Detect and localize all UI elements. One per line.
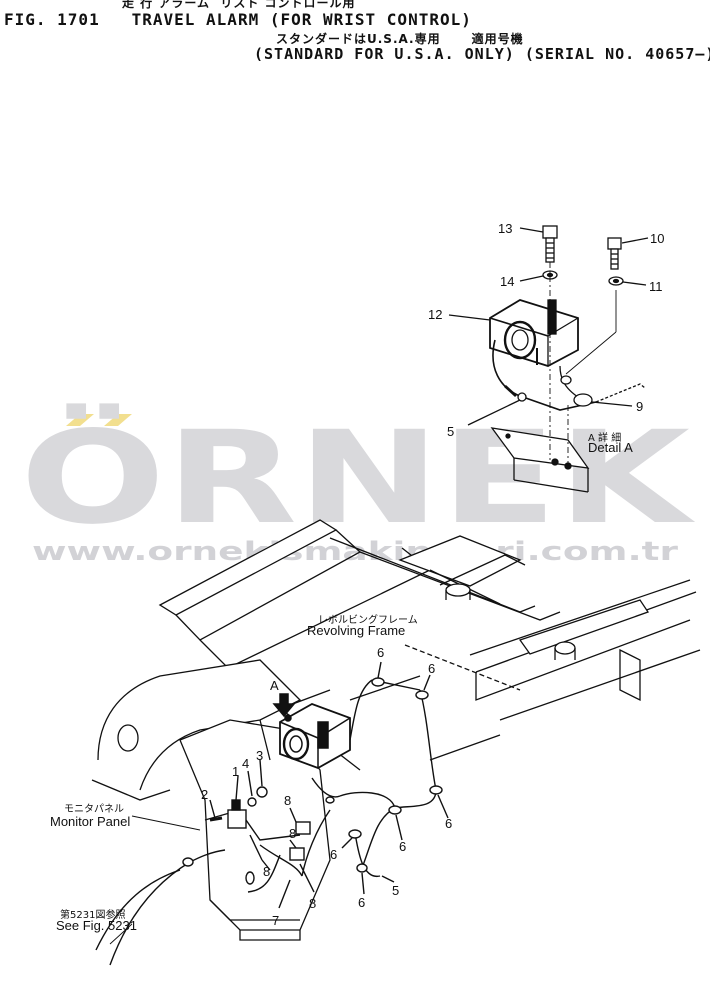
callout-6d: 6 (399, 839, 406, 854)
bolt-10 (607, 237, 622, 270)
callout-6b: 6 (428, 661, 435, 676)
callout-7: 7 (272, 913, 279, 928)
bracket-plate (490, 427, 590, 493)
monitor-panel-jp: モニタパネル (64, 803, 124, 815)
callout-5-detail: 5 (447, 424, 454, 439)
callout-6e: 6 (330, 847, 337, 862)
detail-a (448, 225, 649, 493)
watermark: ÖRNEK www.ornekismakinalari.com.tr (20, 403, 696, 567)
callout-5-main: 5 (392, 883, 399, 898)
callout-9: 9 (636, 399, 643, 414)
title-japanese: 走 行 アラーム リスト コントロール用 (122, 0, 356, 10)
view-a-label: A (270, 678, 279, 693)
figure-title-text: TRAVEL ALARM (FOR WRIST CONTROL) (131, 10, 472, 29)
callout-8c: 8 (263, 864, 270, 879)
callout-13: 13 (498, 221, 512, 236)
wire-harness (95, 661, 449, 966)
revolving-frame-jp: レボルビングフレーム (318, 613, 418, 626)
callout-1: 1 (232, 764, 239, 779)
callout-10: 10 (650, 231, 664, 246)
watermark-accent-right (104, 414, 132, 426)
alarm-12 (489, 299, 579, 367)
figure-number: FIG. 1701 (4, 10, 100, 29)
figure-subtitle: (STANDARD FOR U.S.A. ONLY) (SERIAL NO. 4… (254, 45, 710, 63)
detail-a-jp: A 詳 細 (588, 431, 621, 444)
travel-alarm-main (272, 693, 351, 769)
callout-4: 4 (242, 756, 249, 771)
watermark-brand: ÖRNEK (20, 403, 696, 553)
callout-12: 12 (428, 307, 442, 322)
callout-2: 2 (201, 787, 208, 802)
callout-3: 3 (256, 748, 263, 763)
view-a-arrow (272, 693, 296, 718)
callout-6a: 6 (377, 645, 384, 660)
bolt-13 (542, 225, 558, 263)
figure-title: FIG. 1701 TRAVEL ALARM (FOR WRIST CONTRO… (4, 10, 472, 29)
callout-6c: 6 (445, 816, 452, 831)
see-fig-en: See Fig. 5231 (56, 918, 137, 933)
monitor-panel-en: Monitor Panel (50, 814, 130, 829)
callout-8a: 8 (284, 793, 291, 808)
see-fig-jp: 第5231図参照 (60, 908, 125, 921)
callout-6f: 6 (358, 895, 365, 910)
callout-8b: 8 (289, 826, 296, 841)
callout-14: 14 (500, 274, 514, 289)
watermark-accent-left (66, 414, 94, 426)
subtitle-japanese: スタンダードはU.S.A.専用 適用号機 (276, 32, 524, 46)
callout-11: 11 (649, 279, 663, 294)
revolving-frame-en: Revolving Frame (307, 623, 405, 638)
watermark-url: www.ornekismakinalari.com.tr (32, 537, 678, 567)
revolving-frame (91, 519, 701, 941)
callout-8d: 8 (309, 896, 316, 911)
detail-a-en: Detail A (588, 440, 633, 455)
callouts: 13 10 14 11 12 9 5 6 6 6 6 6 6 5 7 8 8 8… (201, 221, 664, 928)
